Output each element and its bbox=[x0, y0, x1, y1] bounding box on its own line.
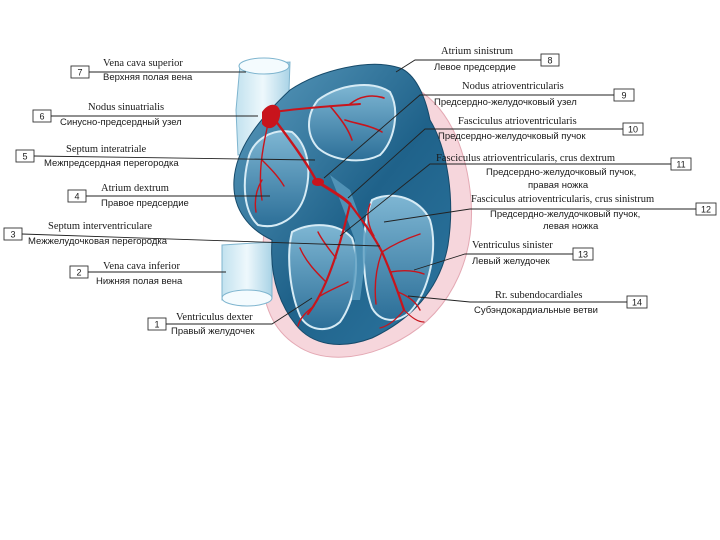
label-number: 6 bbox=[39, 112, 44, 122]
label-number: 4 bbox=[74, 192, 79, 202]
label-number: 14 bbox=[632, 298, 642, 308]
label-russian-line2: правая ножка bbox=[528, 180, 589, 191]
left-labels: 7 Vena cava superior Верхняя полая вена … bbox=[3, 58, 381, 337]
leader-line bbox=[395, 59, 541, 73]
label-number: 5 bbox=[22, 152, 27, 162]
label-russian: Левое предсердие bbox=[434, 62, 516, 73]
label-latin: Ventriculus dexter bbox=[176, 312, 253, 323]
subendocardial-branches bbox=[297, 231, 349, 327]
right-labels: 8 Atrium sinistrum Левое предсердие 9 No… bbox=[323, 46, 717, 316]
heart-illustration bbox=[221, 57, 473, 358]
label-latin: Atrium sinistrum bbox=[441, 46, 513, 57]
label-number: 1 bbox=[154, 320, 159, 330]
label-latin: Vena cava superior bbox=[103, 58, 183, 69]
label-number: 11 bbox=[676, 160, 685, 170]
label-russian: Предсердно-желудочковый узел bbox=[434, 97, 577, 108]
leader-line bbox=[166, 297, 313, 325]
label-latin: Fasciculus atrioventricularis, crus sini… bbox=[471, 194, 654, 205]
leader-line bbox=[21, 233, 381, 247]
label-latin: Fasciculus atrioventricularis bbox=[458, 116, 577, 127]
label-russian: Предсердно-желудочковый пучок bbox=[438, 131, 586, 142]
right-ventricle-cavity bbox=[288, 224, 357, 331]
bundle-of-his bbox=[316, 180, 352, 206]
label-russian-line2: левая ножка bbox=[543, 221, 599, 232]
label-russian: Верхняя полая вена bbox=[103, 72, 193, 83]
left-ventricle-cavity bbox=[362, 194, 435, 321]
leader-line bbox=[323, 94, 614, 179]
label-number: 3 bbox=[10, 230, 15, 240]
subendocardial-branches bbox=[379, 309, 425, 329]
label-latin: Septum interventriculare bbox=[48, 221, 152, 232]
label-russian: Межжелудочковая перегородка bbox=[28, 236, 168, 247]
label-russian: Правый желудочек bbox=[171, 326, 255, 337]
label-russian: Предсердно-желудочковый пучок, bbox=[486, 167, 636, 178]
vena-cava-superior-opening bbox=[238, 57, 290, 75]
right-atrium-cavity bbox=[243, 130, 310, 228]
label-russian: Субэндокардиальные ветви bbox=[474, 305, 598, 316]
label-latin: Atrium dextrum bbox=[101, 183, 169, 194]
leader-line bbox=[383, 208, 696, 223]
label-russian: Левый желудочек bbox=[472, 256, 550, 267]
label-number: 8 bbox=[547, 56, 552, 66]
label-russian: Правое предсердие bbox=[101, 198, 189, 209]
leader-line bbox=[347, 128, 623, 199]
label-latin: Vena cava inferior bbox=[103, 261, 180, 272]
label-latin: Nodus sinuatrialis bbox=[88, 102, 164, 113]
label-number: 7 bbox=[77, 68, 82, 78]
internodal-tract bbox=[270, 114, 318, 182]
label-number: 12 bbox=[701, 205, 711, 215]
leader-line bbox=[407, 295, 627, 303]
label-latin: Nodus atrioventricularis bbox=[462, 81, 564, 92]
label-number: 9 bbox=[621, 91, 626, 101]
label-latin: Ventriculus sinister bbox=[472, 240, 553, 251]
leader-line bbox=[339, 163, 671, 237]
internodal-tract bbox=[274, 103, 361, 113]
atrial-branch bbox=[254, 123, 285, 213]
conduction-system bbox=[254, 95, 425, 329]
label-number: 13 bbox=[578, 250, 588, 260]
subendocardial-branches bbox=[367, 203, 425, 311]
leader-line bbox=[413, 253, 573, 271]
label-latin: Septum interatriale bbox=[66, 144, 147, 155]
septum bbox=[330, 175, 368, 300]
label-russian: Нижняя полая вена bbox=[96, 276, 183, 287]
leader-line bbox=[33, 155, 316, 161]
vena-cava-inferior-opening bbox=[221, 289, 273, 307]
label-russian: Межпредсердная перегородка bbox=[44, 158, 179, 169]
label-number: 10 bbox=[628, 125, 638, 135]
label-number: 2 bbox=[76, 268, 81, 278]
label-latin: Fasciculus atrioventricularis, crus dext… bbox=[436, 153, 615, 164]
label-russian: Предсердно-желудочковый пучок, bbox=[490, 209, 640, 220]
label-latin: Rr. subendocardiales bbox=[495, 290, 582, 301]
label-russian: Синусно-предсердный узел bbox=[60, 117, 182, 128]
